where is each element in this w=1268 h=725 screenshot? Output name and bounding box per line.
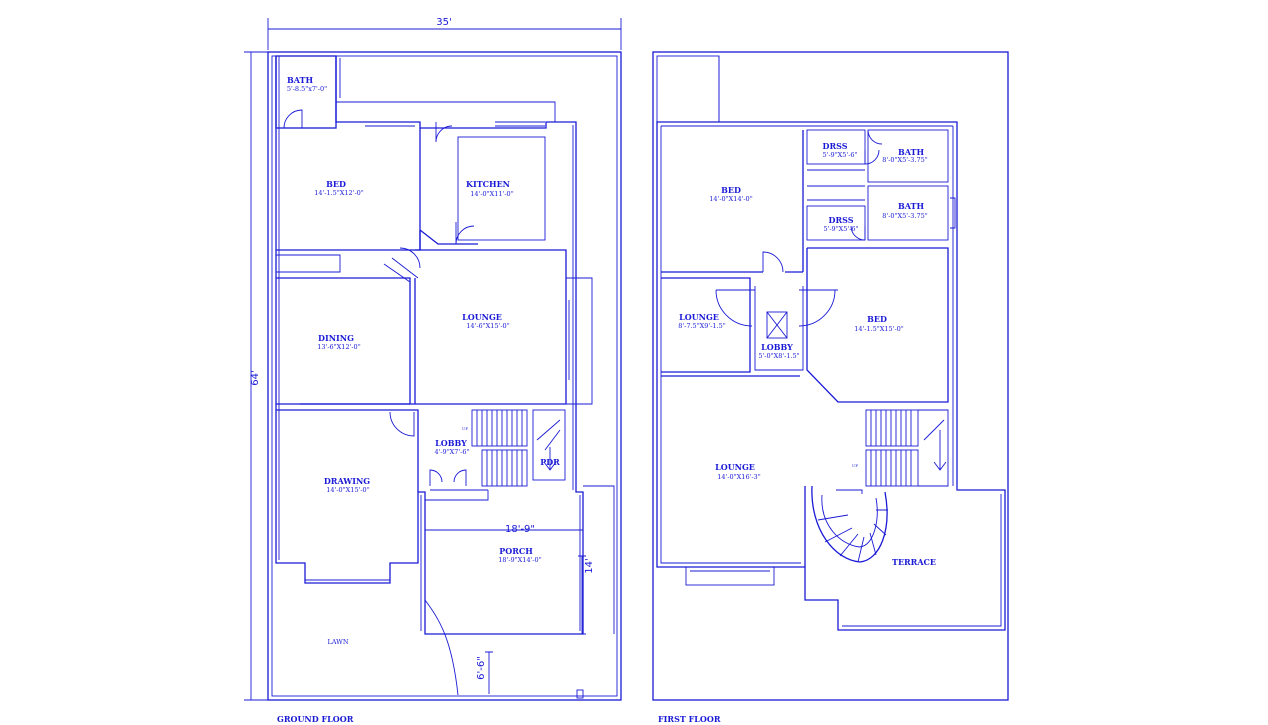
ff-bed-right-size: 14'-1.5"X15'-0" <box>854 325 904 333</box>
room-bath: BATH 5'-8.5"x7'-0" <box>287 75 327 93</box>
room-lobby: LOBBY 4'-9"X7'-6" <box>434 438 469 456</box>
width-dimension-label: 35' <box>436 17 451 28</box>
room-bath-top: BATH 8'-0"X5'-3.75" <box>882 147 927 164</box>
room-porch: PORCH 18'-9"X14'-0" <box>498 546 541 564</box>
room-kitchen-size: 14'-0"X11'-0" <box>470 190 513 198</box>
ff-lounge-small-size: 8'-7.5"X9'-1.5" <box>678 322 726 330</box>
ff-lobby-name: LOBBY <box>761 342 793 352</box>
ff-dress-bottom-name: DRSS <box>829 215 854 225</box>
ground-floor-caption: GROUND FLOOR <box>277 714 354 724</box>
room-pdr-name: PDR <box>540 457 560 467</box>
room-bed-name: BED <box>326 179 346 189</box>
room-lobby-name: LOBBY <box>435 438 467 448</box>
first-floor-caption: FIRST FLOOR <box>658 714 721 724</box>
room-bed-size: 14'-1.5"X12'-0" <box>314 189 364 197</box>
ff-dress-top-size: 5'-9"X5'-6" <box>822 151 857 159</box>
depth-dimension-label: 64' <box>250 370 261 385</box>
ground-floor-plan: 35' 64' <box>244 17 622 701</box>
ff-bath-bottom-size: 8'-0"X5'-3.75" <box>882 212 927 220</box>
first-floor-plan: BED 14'-0"X14'-0" DRSS 5'-9"X5'-6" BATH … <box>652 51 1009 701</box>
room-dress-top: DRSS 5'-9"X5'-6" <box>822 141 857 159</box>
ff-bath-top-size: 8'-0"X5'-3.75" <box>882 156 927 164</box>
room-dining-name: DINING <box>318 333 354 343</box>
ff-bath-bottom-name: BATH <box>898 201 924 211</box>
ff-up-marker: UP <box>852 463 858 468</box>
first-plot-boundary <box>652 51 1009 701</box>
ff-lobby-size: 5'-0"X8'-1.5" <box>758 352 799 360</box>
ground-bath-walls <box>275 55 337 129</box>
ff-lounge-size: 14'-0"X16'-3" <box>717 473 760 481</box>
room-bed: BED 14'-1.5"X12'-0" <box>314 179 364 197</box>
room-porch-name: PORCH <box>499 546 533 556</box>
ff-bed-left-size: 14'-0"X14'-0" <box>709 195 752 203</box>
ff-bed-right-name: BED <box>867 314 887 324</box>
room-lounge-ff: LOUNGE 14'-0"X16'-3" <box>715 462 761 481</box>
room-bed-left: BED 14'-0"X14'-0" <box>709 185 752 203</box>
room-kitchen: KITCHEN 14'-0"X11'-0" <box>466 179 514 198</box>
width-dimension: 35' <box>267 17 622 50</box>
ff-dress-bottom-size: 5'-9"X5'-6" <box>823 225 858 233</box>
porch-width-dimension: 18'-9" <box>505 524 535 535</box>
room-dining: DINING 13'-6"X12'-0" <box>317 333 360 351</box>
room-dining-size: 13'-6"X12'-0" <box>317 343 360 351</box>
room-bath-size: 5'-8.5"x7'-0" <box>287 85 327 93</box>
room-drawing-size: 14'-0"X15'-0" <box>326 486 369 494</box>
ff-dress-top-name: DRSS <box>823 141 848 151</box>
room-bed-right: BED 14'-1.5"X15'-0" <box>854 314 904 333</box>
room-lounge: LOUNGE 14'-6"X15'-0" <box>462 312 510 330</box>
room-kitchen-name: KITCHEN <box>466 179 510 189</box>
room-lounge-size: 14'-6"X15'-0" <box>466 322 509 330</box>
ground-plot-boundary <box>267 51 622 701</box>
porch-depth-dimension: 14' <box>584 558 595 573</box>
up-marker: UP <box>462 426 468 431</box>
room-dress-bottom: DRSS 5'-9"X5'-6" <box>823 215 858 233</box>
gate-dimension: 6'-6" <box>476 656 487 680</box>
ground-house-shell <box>275 56 584 635</box>
room-drawing-name: DRAWING <box>324 476 370 486</box>
room-lounge-name: LOUNGE <box>462 312 502 322</box>
ff-bed-left-name: BED <box>721 185 741 195</box>
room-terrace-name: TERRACE <box>892 557 936 567</box>
ff-lounge-small-name: LOUNGE <box>679 312 719 322</box>
room-lounge-small: LOUNGE 8'-7.5"X9'-1.5" <box>678 312 726 330</box>
room-porch-size: 18'-9"X14'-0" <box>498 556 541 564</box>
ff-bath-top-name: BATH <box>898 147 924 157</box>
depth-dimension: 64' <box>244 51 268 701</box>
room-bath-bottom: BATH 8'-0"X5'-3.75" <box>882 201 927 220</box>
room-lobby-ff: LOBBY 5'-0"X8'-1.5" <box>758 342 799 360</box>
ff-lounge-name: LOUNGE <box>715 462 755 472</box>
room-lawn-name: LAWN <box>327 638 348 646</box>
room-lobby-size: 4'-9"X7'-6" <box>434 448 469 456</box>
room-drawing: DRAWING 14'-0"X15'-0" <box>324 476 370 494</box>
room-bath-name: BATH <box>287 75 313 85</box>
